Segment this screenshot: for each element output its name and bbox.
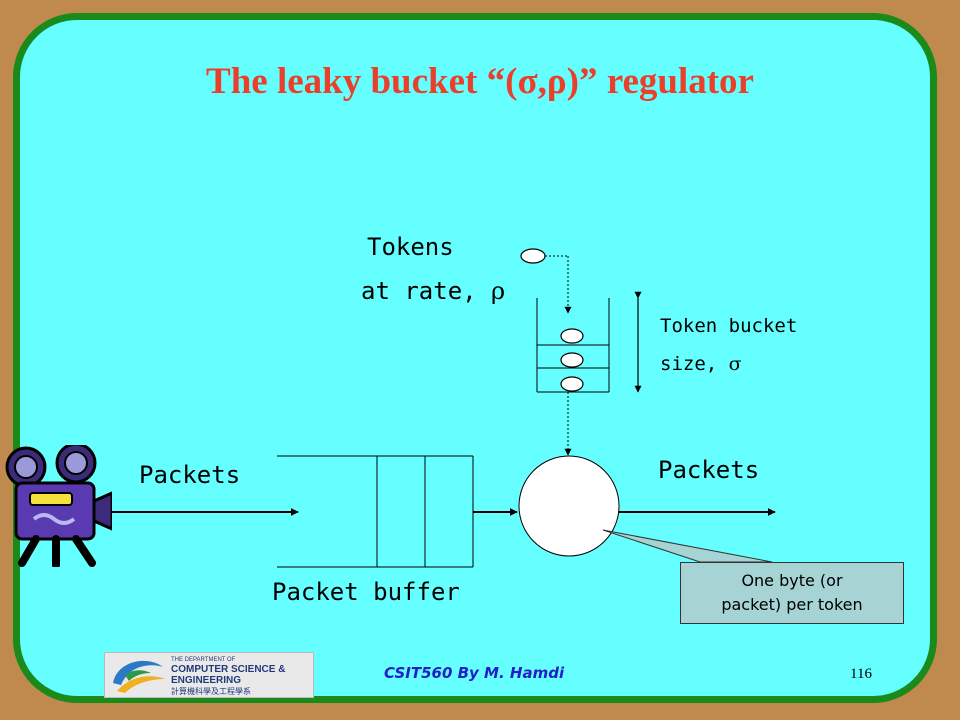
- tokens-label: Tokens: [367, 233, 454, 261]
- slide-title: The leaky bucket “(σ,ρ)” regulator: [206, 61, 754, 102]
- token-bucket: [536, 298, 610, 456]
- callout-line-2: packet) per token: [721, 595, 863, 614]
- bucket-token-3: [560, 376, 584, 392]
- logo-line-3: ENGINEERING: [171, 675, 242, 686]
- token-source: [520, 248, 572, 314]
- callout-pointer: [602, 529, 773, 563]
- token-rate-text: at rate,: [361, 277, 492, 305]
- page-number: 116: [850, 666, 872, 682]
- video-camera-icon[interactable]: [0, 445, 112, 567]
- packet-buffer-label: Packet buffer: [272, 578, 460, 606]
- bucket-size-text: size,: [660, 353, 729, 375]
- packets-out-label: Packets: [658, 456, 760, 484]
- logo-line-4: 計算機科學及工程學系: [171, 687, 251, 696]
- packet-buffer: [277, 455, 474, 568]
- bucket-token-2: [560, 352, 584, 368]
- bucket-token-1: [560, 328, 584, 344]
- sigma-symbol: σ: [728, 353, 742, 375]
- token-bucket-label: Token bucket: [660, 315, 798, 337]
- logo-line-2: COMPUTER SCIENCE &: [171, 664, 286, 675]
- department-logo-mark: [113, 660, 165, 693]
- callout-line-1: One byte (or: [741, 571, 843, 590]
- packets-in-label: Packets: [139, 461, 241, 489]
- regulator-server: [518, 455, 620, 557]
- bucket-size-label: size, σ: [660, 353, 742, 375]
- rho-symbol: ρ: [491, 277, 506, 305]
- department-logo: THE DEPARTMENT OF COMPUTER SCIENCE & ENG…: [104, 652, 314, 698]
- logo-line-1: THE DEPARTMENT OF: [171, 657, 236, 663]
- token-rate-label: at rate, ρ: [361, 277, 505, 305]
- slide-footer: CSIT560 By M. Hamdi: [384, 664, 565, 682]
- token-rate-callout: One byte (or packet) per token: [680, 562, 904, 624]
- incoming-token: [520, 248, 546, 264]
